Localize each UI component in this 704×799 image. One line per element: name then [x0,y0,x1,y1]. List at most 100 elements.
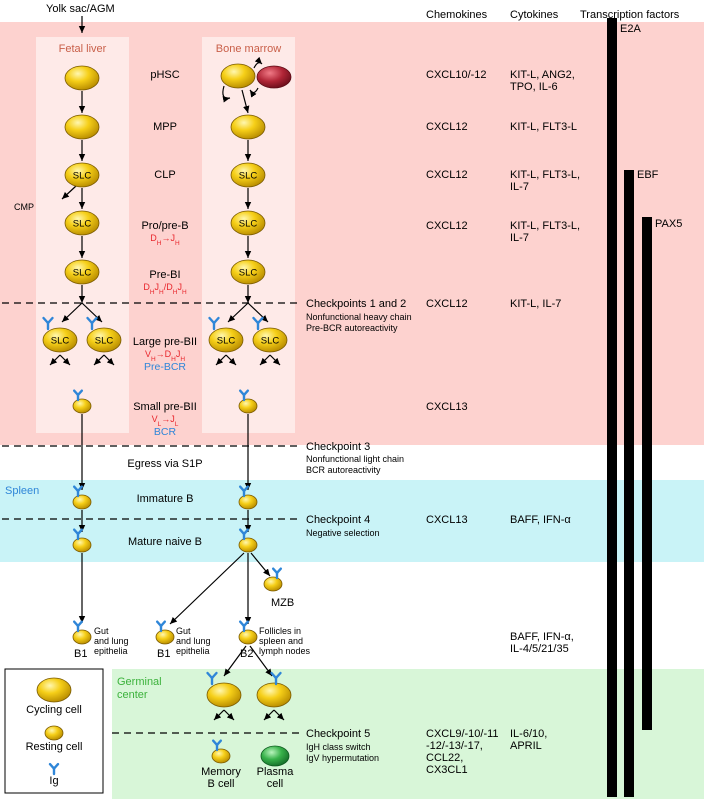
fl-phsc-cell [64,65,100,91]
ig-receptor [86,316,98,331]
bm-niche-arrow-bottom [249,87,259,98]
receptor-bcr: BCR [154,426,177,438]
chemokine-small-pre-bii: CXCL13 [426,401,468,413]
cytokine-checkpoint-1-2: KIT-L, IL-7 [510,298,561,310]
fetal-liver-label: Fetal liver [59,43,107,55]
checkpoint-3-title: Checkpoint 3 [306,441,370,453]
rearrangement-large-pre-bii: VH→DHJH [145,349,185,363]
gc-split-b-left [263,709,275,721]
gc-arrow-right [249,645,273,677]
rearrangement-pre-bi: DHJH/DHJH [143,282,187,296]
slc-label: SLC [73,268,92,279]
fl-large-pre-bii-cell-a: SLC [42,327,78,353]
stage-egress: Egress via S1P [127,458,202,470]
slc-label: SLC [217,336,236,347]
bm-self-renew-arrow [222,85,231,103]
cytokines-header: Cytokines [510,9,559,21]
bm-arrow-to-mzb [250,552,271,577]
fl-clp-cell: SLC [64,162,100,188]
checkpoint-4-title: Checkpoint 4 [306,514,370,526]
fl-pre-bi-cell: SLC [64,259,100,285]
slc-label: SLC [73,171,92,182]
ig-receptor [208,316,220,331]
slc-label: SLC [261,336,280,347]
fl-b1-cell [72,629,92,645]
bm-split-a-right [225,354,237,366]
checkpoint-5-title: Checkpoint 5 [306,728,370,740]
slc-label: SLC [239,171,258,182]
stage-b1-adult: B1 [157,648,170,660]
stage-immature-b: Immature B [137,493,194,505]
bm-arrow-split-right [247,302,269,323]
fl-arrow-split-left [61,302,83,323]
stage-pre-bi: Pre-BI [149,269,180,281]
stage-b2: B2 [240,648,253,660]
fl-pro-pre-b-cell: SLC [64,210,100,236]
pax5-bar [642,217,652,730]
bm-split-a-left [215,354,227,366]
ig-receptor [42,316,54,331]
spleen-band [0,480,704,562]
ig-receptor [206,671,218,686]
fl-split-b-right [103,354,115,366]
rearrangement-pro-pre-b: DH→JH [150,233,180,247]
ig-receptor [72,485,84,498]
e2a-bar [607,18,617,797]
stage-large-pre-bii: Large pre-BII [133,336,197,348]
bm-niche-arrow-top [253,56,263,69]
chemokine-checkpoint-4: CXCL13 [426,514,468,526]
bm-mature-naive-b-cell [238,537,258,553]
stage-mature-naive-b: Mature naive B [128,536,202,548]
fl-split-a-right [59,354,71,366]
checkpoint-4-detail: Negative selection [306,528,380,538]
legend-cycling-label: Cycling cell [26,704,82,716]
chemokine-phsc: CXCL10/-12 [426,69,487,81]
ig-receptor [271,567,283,580]
receptor-pre-bcr: Pre-BCR [144,361,186,373]
ig-receptor [238,528,250,541]
cytokine-germinal-center: IL-6/10,APRIL [510,728,547,752]
ig-receptor [270,671,282,686]
ig-receptor [238,620,250,633]
stage-clp: CLP [154,169,175,181]
bone-marrow-label: Bone marrow [216,43,281,55]
origin-label: Yolk sac/AGM [46,3,115,15]
ig-receptor [211,739,223,752]
plasma-cell [260,745,290,767]
legend-resting-cell [44,725,64,741]
bm-pro-pre-b-cell: SLC [230,210,266,236]
adult-b1-cell [155,629,175,645]
bm-arrow-split-left [227,302,249,323]
gc-cycling-cell-a [206,682,242,708]
tf-e2a-label: E2A [620,23,641,35]
ig-receptor [238,485,250,498]
legend-ig-label: Ig [49,775,58,787]
stage-small-pre-bii: Small pre-BII [133,401,197,413]
bm-pre-bi-cell: SLC [230,259,266,285]
ig-receptor [72,620,84,633]
bm-phsc-cell [220,63,256,89]
bm-large-pre-bii-cell-a: SLC [208,327,244,353]
bm-large-pre-bii-cell-b: SLC [252,327,288,353]
legend-resting-label: Resting cell [26,741,83,753]
gc-split-b-right [273,709,285,721]
bm-clp-cell: SLC [230,162,266,188]
stromal-cell [256,65,292,89]
bm-split-b-left [259,354,271,366]
bm-split-b-right [269,354,281,366]
legend-cycling-cell [36,677,72,703]
chemokines-header: Chemokines [426,9,488,21]
stage-pro-pre-b: Pro/pre-B [141,220,188,232]
cytokine-pro-pre-b: KIT-L, FLT3-L,IL-7 [510,220,580,244]
bm-immature-b-cell [238,494,258,510]
stage-phsc: pHSC [150,69,179,81]
chemokine-germinal-center: CXCL9/-10/-11-12/-13/-17,CCL22,CX3CL1 [426,728,499,776]
slc-label: SLC [73,219,92,230]
